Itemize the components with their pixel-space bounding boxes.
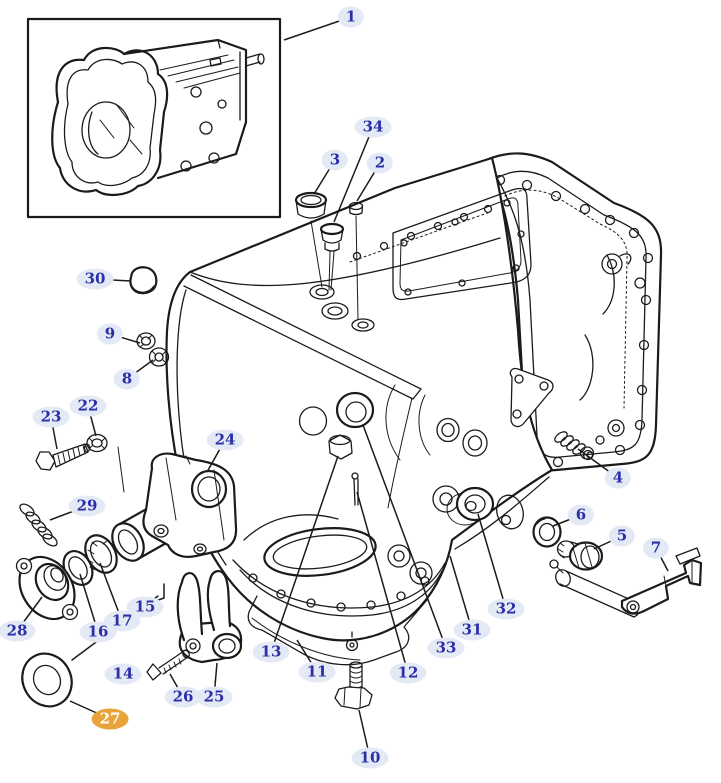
callout-9[interactable]: 9 bbox=[96, 323, 124, 345]
inset-gearbox-drawing bbox=[51, 38, 265, 196]
cap-30 bbox=[129, 266, 158, 295]
callout-26[interactable]: 26 bbox=[164, 686, 202, 708]
fitting-8 bbox=[148, 347, 170, 367]
callout-17[interactable]: 17 bbox=[103, 610, 141, 632]
leader-line-12 bbox=[356, 491, 409, 674]
callout-1[interactable]: 1 bbox=[337, 6, 365, 28]
leader-line-34 bbox=[333, 126, 374, 223]
leader-line-13 bbox=[270, 455, 339, 653]
callout-30[interactable]: 30 bbox=[76, 268, 114, 290]
flange-28 bbox=[15, 555, 79, 621]
callout-6[interactable]: 6 bbox=[567, 504, 595, 526]
callout-3[interactable]: 3 bbox=[321, 149, 349, 171]
callout-13[interactable]: 13 bbox=[252, 641, 290, 663]
bolt-10 bbox=[334, 661, 373, 710]
callout-34[interactable]: 34 bbox=[354, 116, 392, 138]
washer-22 bbox=[86, 433, 125, 493]
callout-32[interactable]: 32 bbox=[487, 598, 525, 620]
callout-25[interactable]: 25 bbox=[195, 686, 233, 708]
callout-2[interactable]: 2 bbox=[366, 152, 394, 174]
fork-25 bbox=[176, 570, 243, 664]
spring-29 bbox=[19, 503, 58, 547]
bolt-23 bbox=[35, 443, 91, 471]
washer-6 bbox=[532, 516, 562, 548]
callout-28[interactable]: 28 bbox=[0, 620, 36, 642]
callout-8[interactable]: 8 bbox=[113, 368, 141, 390]
callout-14[interactable]: 14 bbox=[104, 663, 142, 685]
bolt-26 bbox=[146, 649, 190, 681]
callout-11[interactable]: 11 bbox=[298, 661, 336, 683]
transmission-housing bbox=[165, 156, 554, 642]
callout-12[interactable]: 12 bbox=[389, 662, 427, 684]
callout-15[interactable]: 15 bbox=[126, 596, 164, 618]
callout-5[interactable]: 5 bbox=[608, 525, 636, 547]
leader-line-32 bbox=[477, 513, 507, 610]
callout-27[interactable]: 27 bbox=[91, 708, 129, 730]
inset-box bbox=[26, 17, 282, 219]
seal-ring-27 bbox=[21, 652, 73, 708]
plug-2 bbox=[348, 201, 364, 320]
fitting-9 bbox=[136, 332, 156, 350]
callout-33[interactable]: 33 bbox=[427, 637, 465, 659]
callout-4[interactable]: 4 bbox=[604, 467, 632, 489]
callout-10[interactable]: 10 bbox=[351, 747, 389, 769]
pto-housing-24 bbox=[142, 452, 238, 558]
callout-7[interactable]: 7 bbox=[642, 537, 670, 559]
plug-34 bbox=[319, 222, 345, 291]
callout-16[interactable]: 16 bbox=[79, 621, 117, 643]
callout-22[interactable]: 22 bbox=[69, 395, 107, 417]
bushing-32 bbox=[446, 486, 495, 526]
callout-31[interactable]: 31 bbox=[453, 619, 491, 641]
leader-line-33 bbox=[362, 424, 447, 649]
callout-24[interactable]: 24 bbox=[206, 429, 244, 451]
bracket-7 bbox=[620, 547, 703, 615]
leader-line-31 bbox=[449, 555, 473, 631]
plug-5 bbox=[556, 540, 604, 571]
callout-29[interactable]: 29 bbox=[68, 495, 106, 517]
plug-3 bbox=[294, 191, 328, 288]
callout-23[interactable]: 23 bbox=[32, 406, 70, 428]
